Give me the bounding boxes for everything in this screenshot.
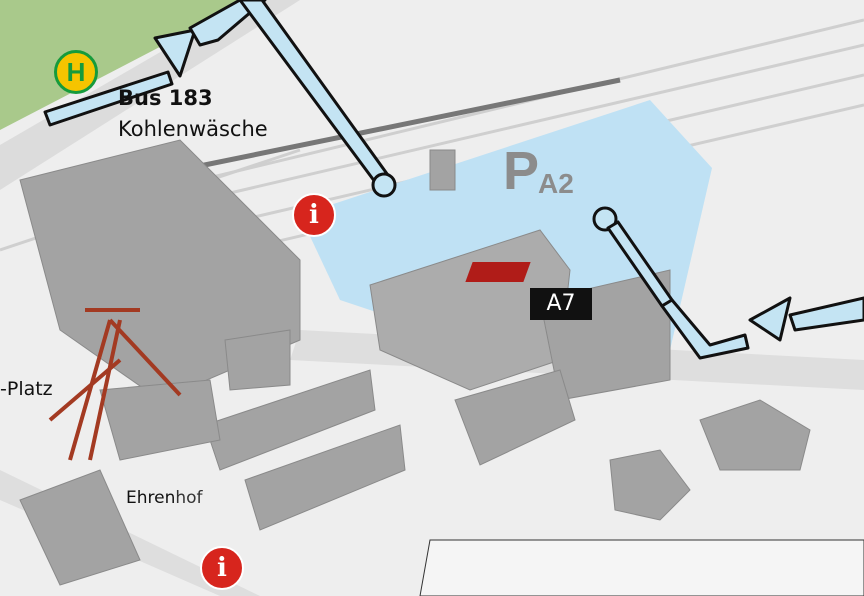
bus-stop-icon[interactable]: H bbox=[54, 50, 98, 94]
parking-letter: P bbox=[503, 141, 540, 201]
parking-area-label: A2 bbox=[538, 168, 574, 199]
info-icon[interactable]: i bbox=[292, 193, 336, 237]
platz-label: -Platz bbox=[0, 378, 53, 400]
ehrenhof-light: hof bbox=[175, 488, 203, 508]
road bbox=[0, 0, 300, 190]
info-icon[interactable]: i bbox=[200, 546, 244, 590]
headframe-tower bbox=[48, 308, 182, 461]
ehrenhof-label: Ehrenhof bbox=[126, 488, 203, 508]
building-a7-label[interactable]: A7 bbox=[530, 288, 592, 320]
building-a7-highlight bbox=[465, 262, 531, 282]
walking-route bbox=[43, 0, 864, 360]
conveyor-bridge bbox=[179, 77, 621, 173]
ehrenhof-bold: Ehren bbox=[126, 488, 176, 508]
bus-stop-name: Kohlenwäsche bbox=[118, 117, 268, 141]
bus-line-label: Bus 183 bbox=[118, 86, 213, 110]
